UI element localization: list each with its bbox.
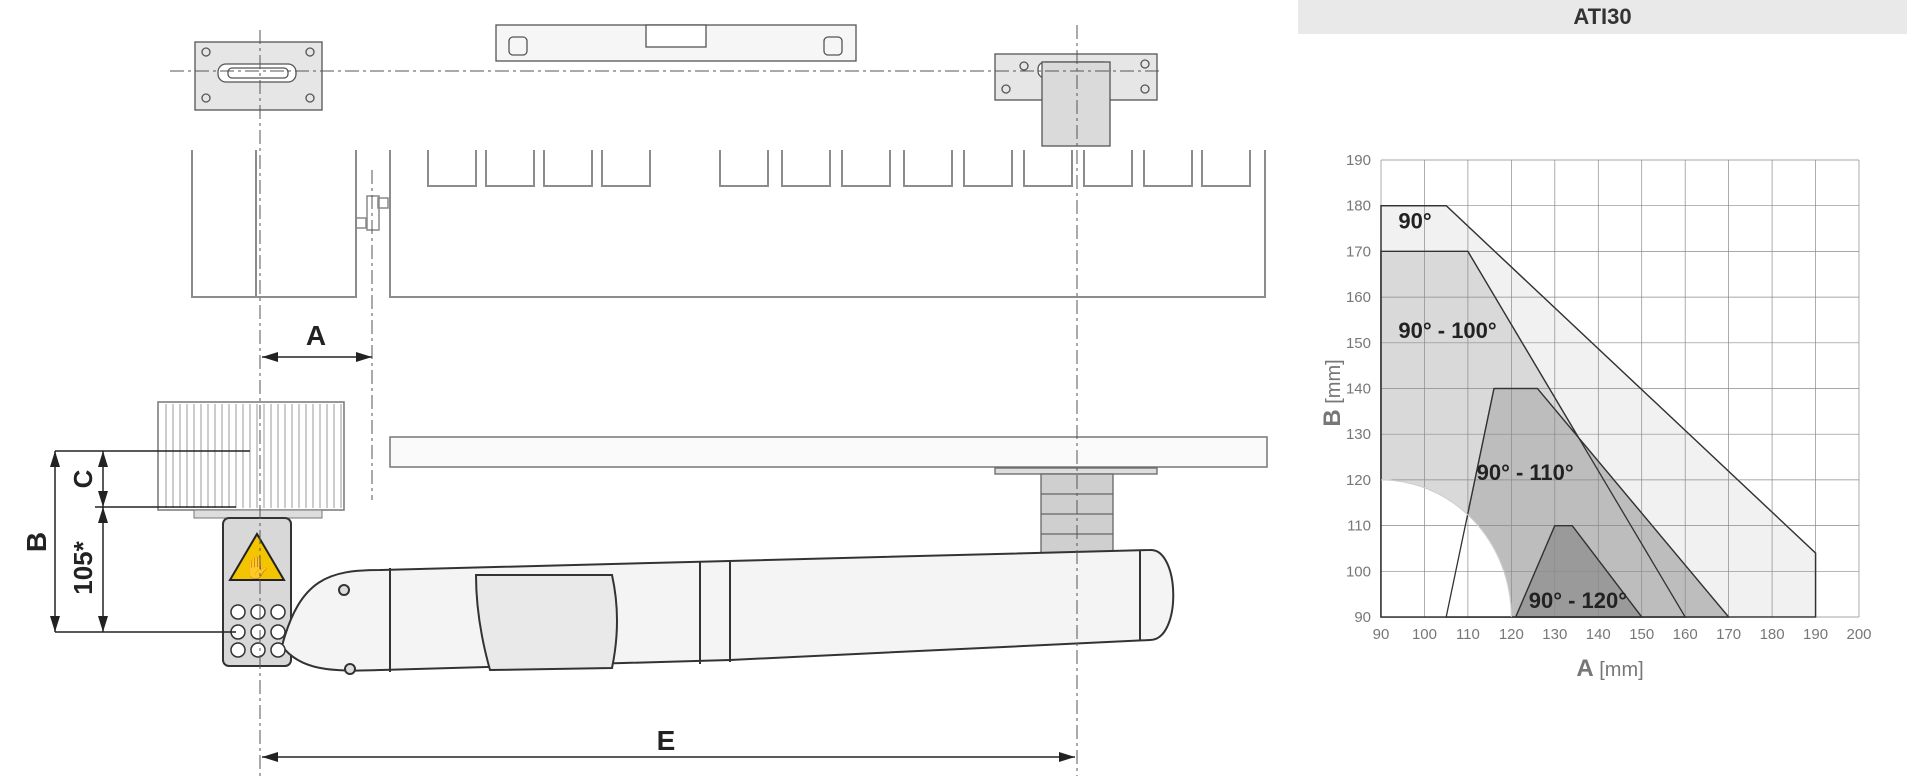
dim-a-label: A: [306, 320, 326, 351]
x-tick-label: 190: [1803, 626, 1828, 643]
excluded-region-arc: [1380, 479, 1512, 618]
x-tick-label: 160: [1673, 626, 1698, 643]
dim-e-label: E: [657, 725, 676, 756]
x-tick-label: 90: [1373, 626, 1390, 643]
y-tick-label: 120: [1346, 472, 1371, 489]
x-tick-label: 170: [1716, 626, 1741, 643]
top-fixing-plates: [194, 24, 1158, 147]
excluded-region: [1381, 479, 1512, 617]
y-tick-label: 100: [1346, 563, 1371, 580]
x-tick-label: 140: [1586, 626, 1611, 643]
y-tick-label: 170: [1346, 243, 1371, 260]
region-outline-4: [1514, 524, 1644, 618]
gate-leaf: [389, 436, 1268, 468]
dim-105-label: 105*: [68, 540, 98, 594]
x-tick-label: 120: [1499, 626, 1524, 643]
warning-sign-icon: ✋: [228, 532, 286, 581]
y-tick-label: 150: [1346, 335, 1371, 352]
pillar: [157, 401, 345, 519]
x-axis-label: A [mm]: [1576, 655, 1643, 682]
y-tick-label: 110: [1347, 518, 1371, 535]
y-axis-label: B [mm]: [1319, 359, 1346, 426]
region-label: 90° - 110°: [1477, 460, 1574, 485]
y-tick-label: 160: [1346, 289, 1371, 306]
chart: 90 100 110 120 130 140 150 160 170 180 190 200 90 100…: [1319, 152, 1872, 682]
x-tick-label: 180: [1760, 626, 1785, 643]
x-tick-label: 110: [1456, 626, 1480, 643]
chart-header: ATI30: [1298, 0, 1907, 34]
x-tick-label: 100: [1412, 626, 1437, 643]
dimension-arrows: [50, 352, 1075, 762]
operator-mount-holes: [230, 604, 286, 658]
dimension-lines: [54, 356, 1075, 758]
y-tick-label: 130: [1346, 426, 1371, 443]
region-label: 90°: [1398, 209, 1431, 234]
x-tick-label: 200: [1846, 626, 1871, 643]
chart-title: ATI30: [1573, 4, 1632, 29]
region-label: 90° - 100°: [1398, 318, 1496, 343]
y-tick-label: 180: [1346, 198, 1371, 215]
gate-bracket: [994, 467, 1158, 555]
y-tick-label: 190: [1346, 152, 1371, 169]
operator-body: [222, 517, 1175, 675]
gate-profile: [191, 150, 1266, 298]
y-tick-label: 90: [1354, 609, 1371, 626]
center-lines: [170, 25, 1160, 776]
dim-b-label: B: [21, 532, 52, 552]
region-label: 90° - 120°: [1529, 588, 1627, 613]
x-tick-label: 150: [1629, 626, 1654, 643]
y-tick-label: 140: [1346, 381, 1371, 398]
dim-c-label: C: [68, 469, 98, 488]
x-tick-label: 130: [1542, 626, 1567, 643]
svg-text:✋: ✋: [243, 555, 270, 581]
